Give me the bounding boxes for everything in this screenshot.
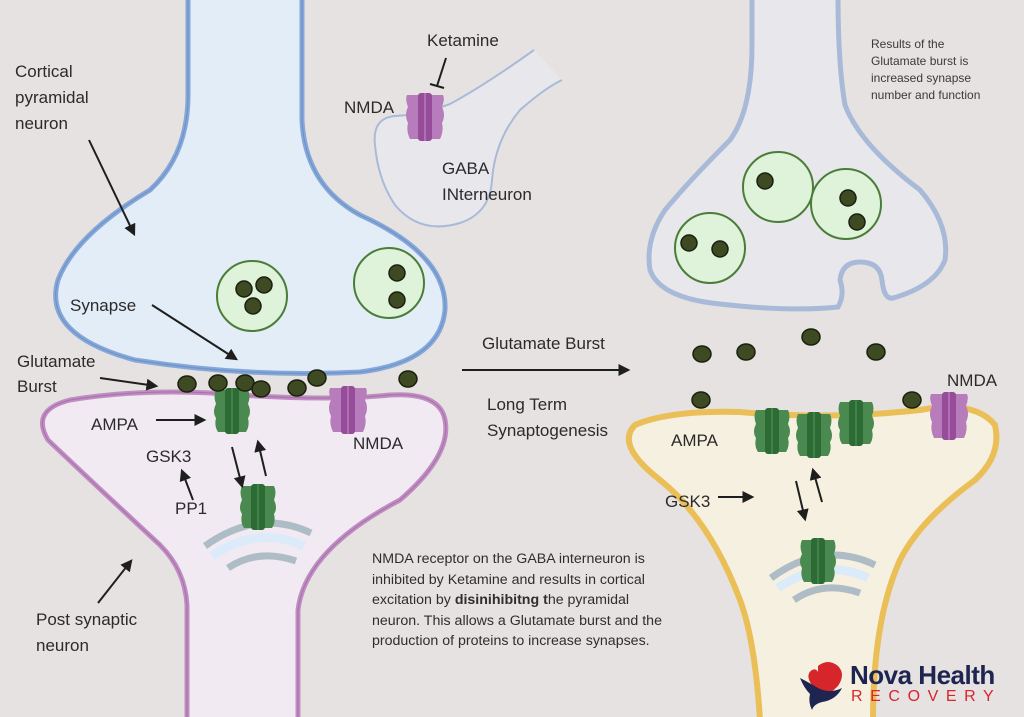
nova-health-logo: Nova Health RECOVERY <box>798 660 1018 710</box>
vesicle <box>353 247 425 319</box>
glutamate-molecules-right <box>691 328 922 409</box>
vesicle <box>674 212 746 284</box>
description-text-1: NMDA receptor on the GABA interneuron is… <box>372 551 645 608</box>
ampa-receptor-right-1 <box>753 407 791 455</box>
label-nmda-right: NMDA <box>947 371 998 390</box>
arrow-up-right <box>809 467 823 503</box>
logo-subtitle: RECOVERY <box>851 688 1002 705</box>
label-ampa-left: AMPA <box>91 415 139 434</box>
heart-hand-icon <box>800 662 842 710</box>
label-long-term-synaptogenesis: Long Term Synaptogenesis <box>487 395 608 440</box>
nmda-receptor-gaba <box>405 92 445 142</box>
arrow-down-left <box>231 446 246 489</box>
label-post-synaptic-neuron: Post synaptic neuron <box>36 610 142 655</box>
ampa-receptor-right-2 <box>795 411 833 459</box>
arrow-synapse <box>151 304 239 361</box>
label-cortical-pyramidal-neuron: Cortical pyramidal neuron <box>15 62 93 133</box>
label-pp1: PP1 <box>175 499 207 518</box>
label-gaba-interneuron: GABA INterneuron <box>442 159 532 204</box>
arrow-up-left <box>254 439 267 477</box>
description-paragraph: NMDA receptor on the GABA interneuron is… <box>372 549 672 652</box>
ampa-receptor-internal-right <box>799 537 837 585</box>
description-text-2: he pyramidal neuron. This allows a Gluta… <box>372 592 662 649</box>
description-bold-text: disinihibitng t <box>454 592 548 608</box>
glutamate-molecules-left <box>177 369 418 398</box>
arrow-cortical <box>88 139 136 237</box>
vesicle <box>810 168 882 240</box>
label-gsk3-left: GSK3 <box>146 447 191 466</box>
ampa-receptor-left <box>213 387 251 435</box>
ampa-receptor-internal-left <box>239 483 277 531</box>
label-synapse: Synapse <box>70 296 136 315</box>
label-glutamate-burst-mid: Glutamate Burst <box>482 334 605 353</box>
label-nmda-left: NMDA <box>353 434 404 453</box>
label-gsk3-right: GSK3 <box>665 492 710 511</box>
nmda-receptor-right <box>929 391 969 441</box>
arrow-post-synaptic <box>97 559 133 604</box>
arrow-glutamate-burst <box>99 377 159 391</box>
logo-name: Nova Health <box>850 660 995 690</box>
label-nmda-gaba: NMDA <box>344 98 395 117</box>
label-glutamate-burst-left: Glutamate Burst <box>17 352 100 396</box>
ampa-receptor-right-3 <box>837 399 875 447</box>
vesicle <box>742 151 814 223</box>
arrow-pp1-gsk3 <box>179 468 194 501</box>
inhibition-symbol <box>429 57 447 89</box>
label-ampa-right: AMPA <box>671 431 719 450</box>
nmda-receptor-left <box>328 385 368 435</box>
arrow-down-right <box>795 480 809 522</box>
label-results-note: Results of the Glutamate burst is increa… <box>871 37 980 102</box>
vesicle <box>216 260 288 332</box>
label-ketamine: Ketamine <box>427 31 499 50</box>
